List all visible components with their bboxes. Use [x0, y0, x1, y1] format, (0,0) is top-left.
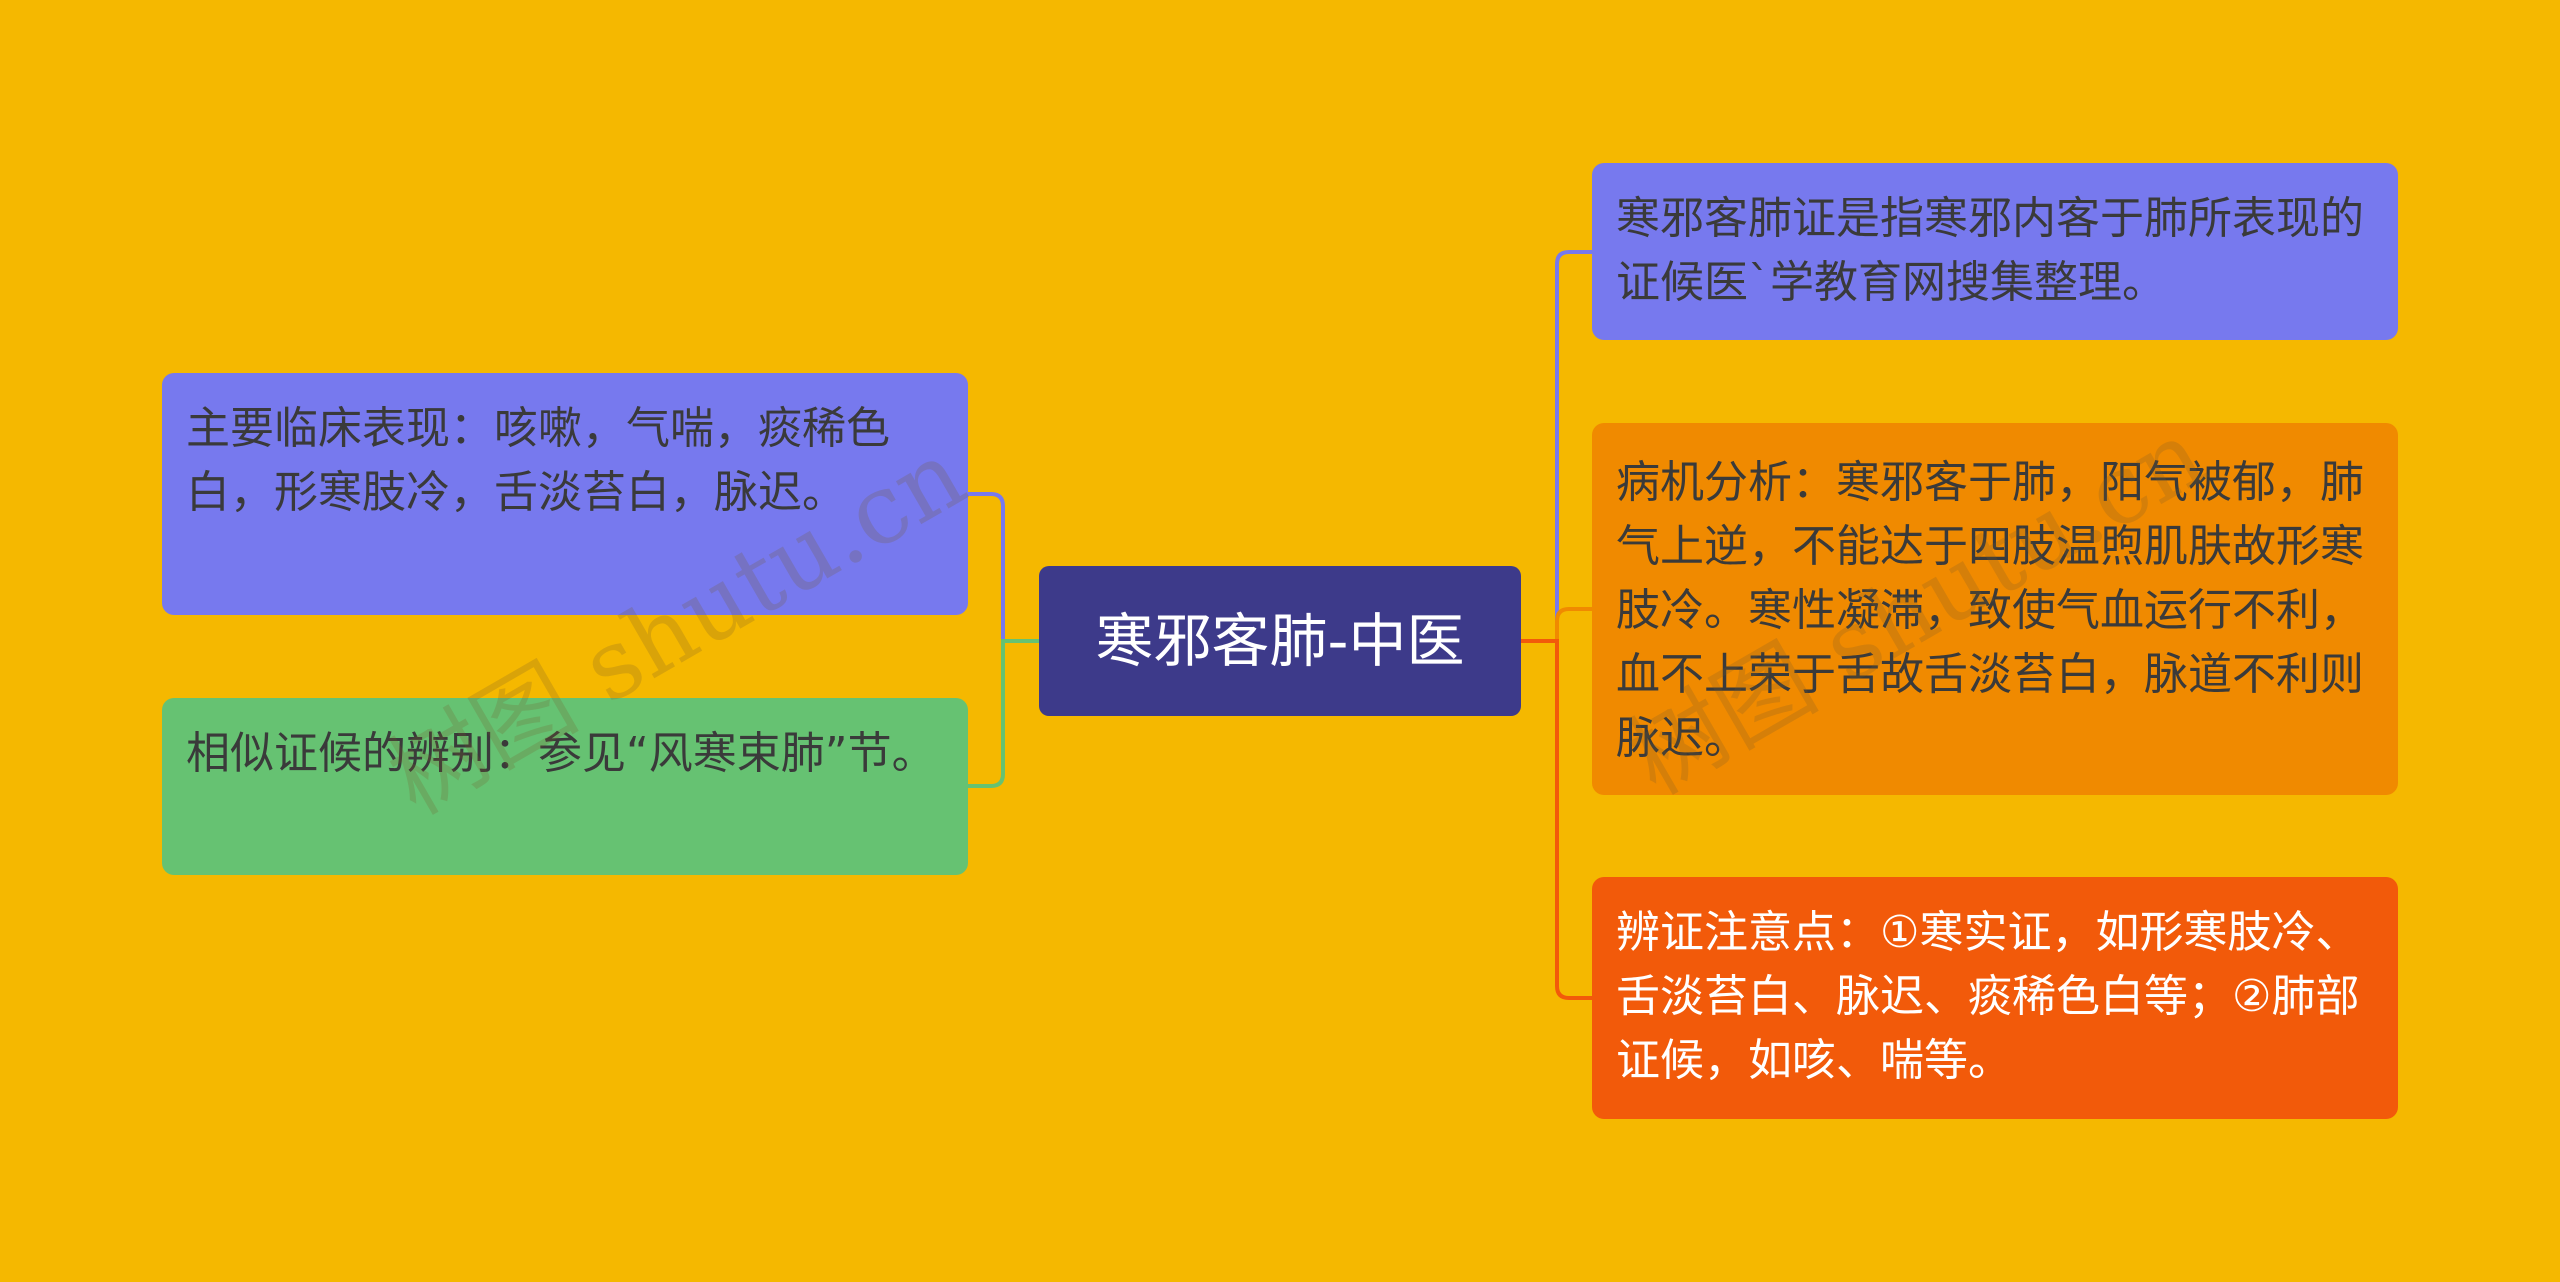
- right-topic-definition[interactable]: 寒邪客肺证是指寒邪内客于肺所表现的证候医`学教育网搜集整理。: [1592, 163, 2398, 340]
- central-topic[interactable]: 寒邪客肺-中医: [1039, 566, 1521, 716]
- connector-right-2: [1521, 607, 1592, 643]
- connector-left-1: [968, 492, 1039, 643]
- right-topic-pathogenesis[interactable]: 病机分析：寒邪客于肺，阳气被郁，肺气上逆，不能达于四肢温煦肌肤故形寒肢冷。寒性凝…: [1592, 423, 2398, 795]
- right-topic-diagnostic-notes[interactable]: 辨证注意点：①寒实证，如形寒肢冷、舌淡苔白、脉迟、痰稀色白等；②肺部证候，如咳、…: [1592, 877, 2398, 1119]
- left-topic-differentiation[interactable]: 相似证候的辨别：参见“风寒束肺”节。: [162, 698, 968, 875]
- left-topic-clinical-manifestations[interactable]: 主要临床表现：咳嗽，气喘，痰稀色白，形寒肢冷，舌淡苔白，脉迟。: [162, 373, 968, 615]
- connector-right-1: [1521, 250, 1592, 643]
- connector-left-2: [968, 639, 1039, 788]
- connector-right-3: [1521, 639, 1592, 1000]
